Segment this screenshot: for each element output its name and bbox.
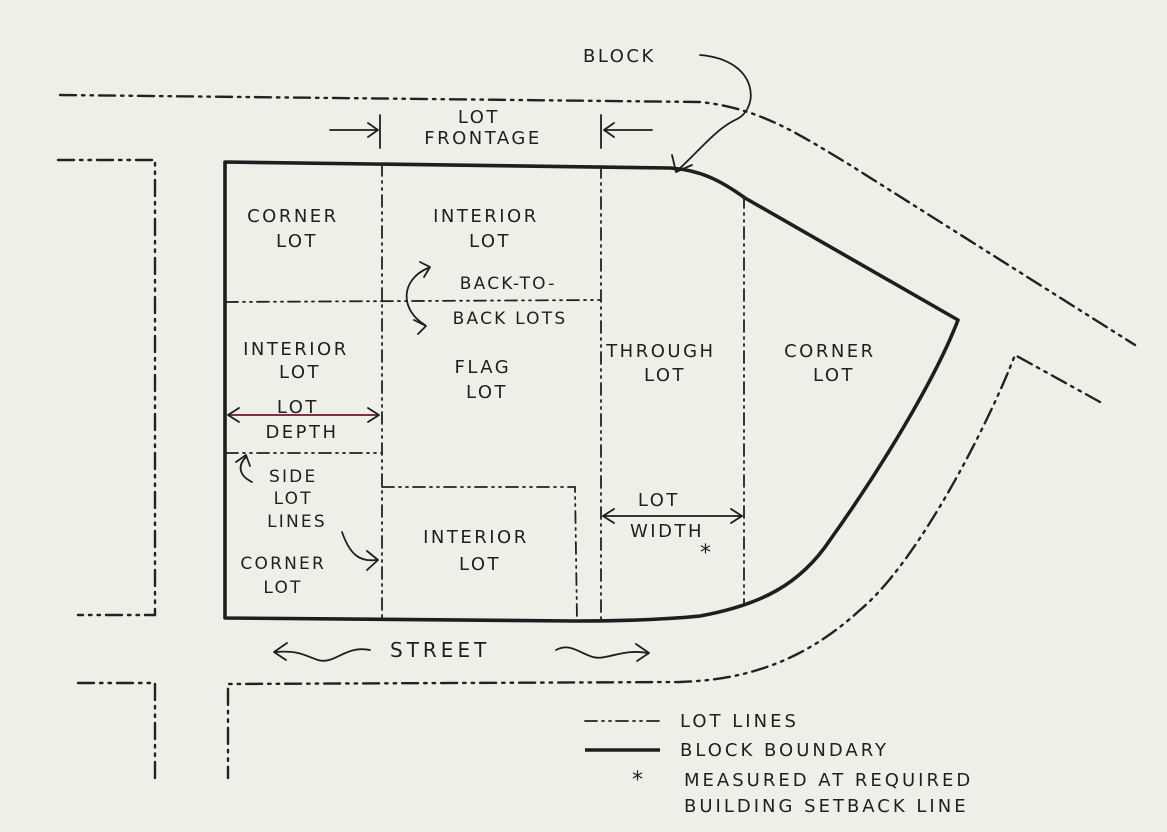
legend-measured: * MEASURED AT REQUIRED BUILDING SETBACK …: [632, 768, 982, 817]
legend: LOT LINES BLOCK BOUNDARY * MEASURED AT R…: [584, 711, 982, 817]
right-street-line: [226, 353, 1102, 780]
legend-lot-lines: LOT LINES: [584, 711, 799, 732]
legend-block-boundary: BLOCK BOUNDARY: [585, 740, 889, 761]
back-to-back-arrow: [405, 261, 431, 335]
lot-depth-arrow: [227, 407, 380, 423]
label-corner-lot-top: CORNER LOT: [247, 206, 347, 252]
label-corner-lot-bottom: CORNER LOT: [240, 554, 333, 598]
label-lot-depth: LOT DEPTH: [265, 397, 338, 443]
street-row-lines: [56, 93, 1137, 780]
lot-line-h1: [225, 299, 601, 303]
legend-lot-lines-label: LOT LINES: [680, 711, 799, 732]
lot-frontage-arrow-left: [329, 114, 381, 149]
label-corner-lot-right: CORNER LOT: [784, 341, 884, 386]
label-street: STREET: [390, 638, 490, 662]
street-arrow-left: [273, 642, 371, 662]
label-interior-lot-bottom: INTERIOR LOT: [423, 527, 537, 575]
label-lot-width: LOT WIDTH: [630, 490, 704, 542]
block-pointer-arrow: [671, 54, 752, 173]
street-arrow-right: [555, 643, 650, 662]
left-street-line: [56, 158, 157, 617]
legend-asterisk: *: [632, 768, 646, 793]
lot-width-arrow: [602, 508, 743, 524]
legend-measured-label: MEASURED AT REQUIRED BUILDING SETBACK LI…: [684, 770, 982, 817]
label-lot-frontage: LOT FRONTAGE: [424, 107, 541, 149]
label-side-lot-lines: SIDE LOT LINES: [267, 467, 327, 532]
side-lot-lines-arrow-up: [235, 454, 253, 483]
flag-lot-line: [381, 486, 578, 621]
label-back-to-back: BACK-TO- BACK LOTS: [453, 274, 568, 329]
label-asterisk-lot-width: *: [700, 541, 714, 566]
arrows: [227, 54, 752, 662]
top-street-line: [58, 93, 1137, 347]
label-through-lot: THROUGH LOT: [605, 341, 724, 386]
block-boundary: [223, 160, 960, 623]
diagram-labels: BLOCK LOT FRONTAGE CORNER LOT INTERIOR L…: [240, 46, 884, 662]
label-interior-lot-top: INTERIOR LOT: [433, 206, 547, 252]
interior-lot-lines: [225, 163, 745, 621]
label-flag-lot: FLAG LOT: [455, 357, 520, 403]
label-interior-lot-left: INTERIOR LOT: [243, 339, 357, 383]
side-lot-lines-arrow-right: [341, 531, 379, 571]
label-block: BLOCK: [583, 46, 656, 67]
lot-frontage-arrow-right: [600, 114, 653, 149]
legend-block-boundary-label: BLOCK BOUNDARY: [680, 740, 889, 761]
bottom-left-street-line: [76, 681, 157, 780]
